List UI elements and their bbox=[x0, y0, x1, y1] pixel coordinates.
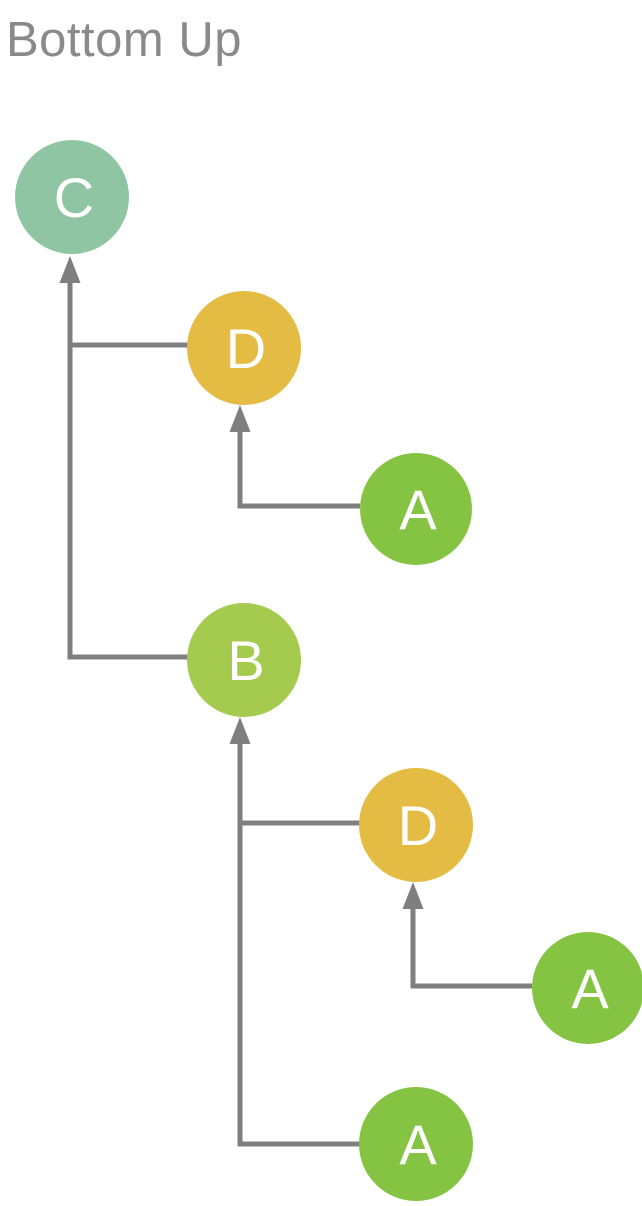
node-D1: D bbox=[187, 291, 301, 405]
node-B-circle bbox=[187, 603, 301, 717]
node-A2-label: A bbox=[571, 957, 609, 1020]
node-A1: A bbox=[360, 453, 472, 565]
edge-group-to-D2 bbox=[402, 882, 532, 989]
node-B: B bbox=[187, 603, 301, 717]
diagram-title: Bottom Up bbox=[6, 13, 242, 67]
node-C-label: C bbox=[54, 166, 94, 229]
edge-group-to-B bbox=[229, 717, 360, 1147]
node-B-label: B bbox=[227, 629, 264, 692]
arrowhead-up-icon bbox=[229, 717, 251, 744]
node-D2-circle bbox=[359, 768, 473, 882]
node-C-circle bbox=[15, 140, 129, 254]
edge-group-to-C bbox=[59, 256, 188, 660]
arrowhead-up-icon bbox=[59, 256, 81, 283]
node-A2-circle bbox=[532, 932, 642, 1044]
node-A3-label: A bbox=[399, 1113, 437, 1176]
node-A3: A bbox=[359, 1087, 473, 1201]
node-A3-circle bbox=[359, 1087, 473, 1201]
edge-A3-to-B bbox=[237, 740, 360, 1147]
node-D1-label: D bbox=[226, 317, 266, 380]
edge-B-to-C bbox=[67, 279, 188, 660]
node-D1-circle bbox=[187, 291, 301, 405]
edge-group-to-D1 bbox=[229, 405, 360, 509]
arrowhead-up-icon bbox=[229, 405, 251, 432]
edge-A2-to-D2 bbox=[410, 905, 532, 989]
node-D2-label: D bbox=[398, 794, 438, 857]
node-C: C bbox=[15, 140, 129, 254]
edge-A1-to-D1 bbox=[237, 428, 360, 509]
node-A1-circle bbox=[360, 453, 472, 565]
node-A2: A bbox=[532, 932, 642, 1044]
arrowhead-up-icon bbox=[402, 882, 424, 909]
node-D2: D bbox=[359, 768, 473, 882]
node-A1-label: A bbox=[399, 478, 437, 541]
